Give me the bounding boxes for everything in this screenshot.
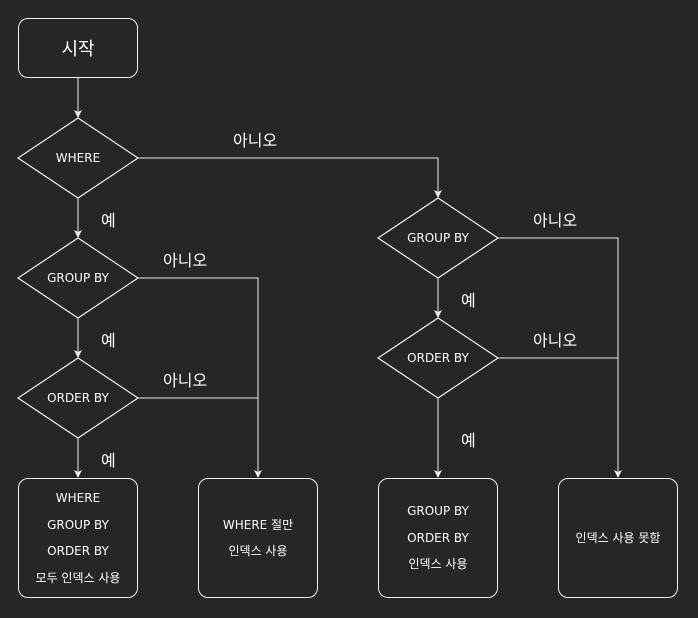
group-by-left-decision: GROUP BY	[18, 238, 138, 318]
order-by-left-decision-label: ORDER BY	[47, 391, 109, 405]
edge-label-where-no: 아니오	[233, 131, 278, 150]
start-node: 시작	[18, 18, 138, 78]
result-no-index: 인덱스 사용 못함	[558, 478, 678, 598]
start-label: 시작	[61, 39, 95, 60]
edge-label-group-right-yes: 예	[461, 291, 476, 310]
edge-label-order-right-no: 아니오	[533, 331, 578, 350]
where-decision: WHERE	[18, 118, 138, 198]
result-all-line-2: GROUP BY	[47, 517, 109, 532]
where-decision-label: WHERE	[55, 151, 101, 165]
result-group-order-line-2: ORDER BY	[407, 530, 469, 545]
group-by-left-decision-label: GROUP BY	[47, 271, 109, 285]
edge-group-left-no	[138, 277, 262, 478]
result-where-line-2: 인덱스 사용	[228, 544, 288, 558]
result-where-line-1: WHERE 절만	[222, 517, 294, 532]
edge-group-right-no	[498, 237, 622, 478]
edge-label-order-left-no: 아니오	[163, 371, 208, 390]
edge-label-order-right-yes: 예	[461, 431, 476, 450]
edge-label-where-yes: 예	[101, 211, 116, 230]
result-group-order-line-1: GROUP BY	[407, 504, 469, 519]
edge-label-group-right-no: 아니오	[533, 211, 578, 230]
result-all-line-4: 모두 인덱스 사용	[35, 570, 121, 585]
edge-label-group-left-no: 아니오	[163, 251, 208, 270]
result-where-only: WHERE 절만 인덱스 사용	[198, 478, 318, 598]
result-none-line-1: 인덱스 사용 못함	[575, 530, 661, 545]
group-by-right-decision: GROUP BY	[378, 198, 498, 278]
group-by-right-decision-label: GROUP BY	[407, 231, 469, 245]
edge-label-group-left-yes: 예	[101, 331, 116, 350]
result-all-line-1: WHERE	[55, 491, 101, 505]
result-all-line-3: ORDER BY	[47, 544, 109, 558]
result-group-order-line-3: 인덱스 사용	[408, 557, 468, 572]
order-by-right-decision: ORDER BY	[378, 318, 498, 398]
order-by-left-decision: ORDER BY	[18, 358, 138, 438]
result-group-order: GROUP BY ORDER BY 인덱스 사용	[378, 478, 498, 598]
edge-where-no	[138, 157, 442, 198]
edge-label-order-left-yes: 예	[101, 451, 116, 470]
order-by-right-decision-label: ORDER BY	[407, 351, 469, 365]
result-all-index: WHERE GROUP BY ORDER BY 모두 인덱스 사용	[18, 478, 138, 598]
